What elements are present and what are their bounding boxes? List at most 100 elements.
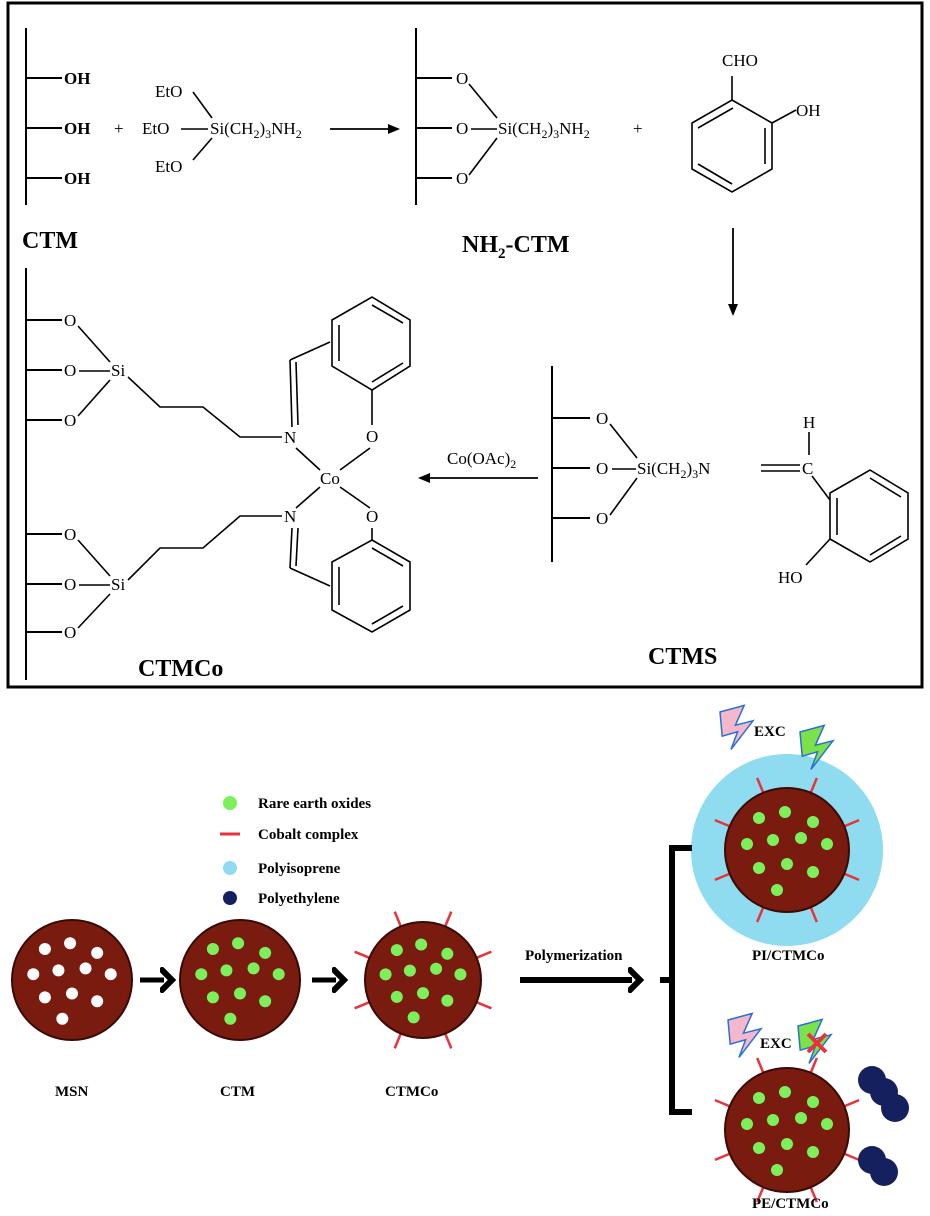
cobalt-complex-mark <box>809 1186 819 1203</box>
cobalt-complex-mark <box>843 818 860 828</box>
rare-earth-dot <box>390 990 403 1003</box>
legend-label: Rare earth oxides <box>258 796 371 812</box>
cobalt-complex-mark <box>809 906 819 923</box>
pore-dot <box>64 937 77 950</box>
legend-label: Polyisoprene <box>258 861 341 877</box>
nitrogen-label: N <box>284 507 296 526</box>
product-bracket <box>660 845 692 1115</box>
rare-earth-dot <box>407 1011 420 1024</box>
reagent-label: Co(OAc)2 <box>447 449 516 471</box>
oxygen-label: O <box>64 623 76 642</box>
legend-marker-polyisoprene <box>223 861 237 875</box>
polymerization-label: Polymerization <box>525 948 623 964</box>
cobalt-complex-mark <box>476 1001 492 1010</box>
oxygen-label: O <box>64 411 76 430</box>
pore-dot <box>104 968 117 981</box>
cobalt-complex-mark <box>843 872 860 882</box>
rare-earth-dot <box>771 1164 783 1176</box>
product-label: PE/CTMCo <box>752 1196 829 1212</box>
nh2-ctm-label: NH2-CTM <box>462 232 569 262</box>
rare-earth-dot <box>779 1086 791 1098</box>
hydroxyl-group: HO <box>778 568 803 587</box>
aptes-silane: EtO EtO EtO Si(CH2)3NH2 <box>142 82 302 176</box>
oh-group: OH <box>64 119 90 138</box>
imine-carbon: C <box>802 459 813 478</box>
rare-earth-dot <box>220 964 233 977</box>
pore-dot <box>66 987 78 1000</box>
rare-earth-dot <box>272 968 285 981</box>
rare-earth-dot <box>247 962 260 975</box>
product-label: PI/CTMCo <box>752 948 825 964</box>
cobalt-complex-mark <box>755 906 765 923</box>
cobalt-complex-mark <box>714 872 731 882</box>
ctmco-label: CTMCo <box>138 656 223 682</box>
cobalt-complex-mark <box>476 950 492 959</box>
cobalt-complex-mark <box>755 1186 765 1203</box>
rare-earth-dot <box>454 968 467 981</box>
rare-earth-dot <box>403 964 416 977</box>
pore-dot <box>27 968 40 981</box>
rare-earth-dot <box>821 838 833 850</box>
ctm-surface: OH OH OH CTM <box>22 28 90 254</box>
oxygen-label: O <box>64 525 76 544</box>
legend-label: Polyethylene <box>258 891 340 907</box>
oxygen-label: O <box>64 361 76 380</box>
rare-earth-dot <box>781 858 793 870</box>
cobalt-complex-mark <box>354 1001 370 1010</box>
cobalt-complex-mark <box>843 1152 860 1162</box>
scheme-frame <box>6 1 924 689</box>
plus-sign: + <box>633 119 643 138</box>
oxygen-label: O <box>456 169 468 188</box>
ctmco-structure: O O O Si N O Co N O <box>25 268 411 682</box>
polyethylene-blob <box>870 1158 898 1186</box>
cobalt-complex-mark <box>444 911 453 927</box>
oxygen-label: O <box>366 427 378 446</box>
rare-earth-dot <box>807 816 819 828</box>
rare-earth-dot <box>390 944 403 957</box>
rare-earth-dot <box>753 1142 765 1154</box>
ctm-label: CTM <box>22 228 78 254</box>
plus-sign: + <box>114 119 124 138</box>
particle-label: MSN <box>55 1084 89 1100</box>
cobalt-complex-mark <box>809 777 819 794</box>
rare-earth-dot <box>753 1092 765 1104</box>
cho-group: CHO <box>722 51 758 70</box>
pore-dot <box>52 964 65 977</box>
rare-earth-dot <box>259 995 272 1008</box>
rare-earth-dot <box>430 962 443 975</box>
particle-label: CTMCo <box>385 1084 438 1100</box>
silicon-label: Si <box>111 575 125 594</box>
excitation-bolt-icon <box>727 1012 763 1058</box>
particles-layer <box>11 704 909 1203</box>
rare-earth-dot <box>795 1112 807 1124</box>
cobalt-complex-mark <box>393 911 402 927</box>
silane-chain: Si(CH2)3NH2 <box>210 119 302 141</box>
oxygen-label: O <box>456 69 468 88</box>
hydroxyl-group: OH <box>796 101 821 120</box>
pore-dot <box>56 1012 69 1025</box>
cobalt-complex-mark <box>714 818 731 828</box>
pore-dot <box>79 962 92 975</box>
pore-dot <box>38 991 51 1004</box>
rare-earth-dot <box>753 812 765 824</box>
rare-earth-dot <box>415 938 428 951</box>
ethoxy-label: EtO <box>155 82 182 101</box>
cobalt-complex-mark <box>714 1152 731 1162</box>
ctms-label: CTMS <box>648 644 717 670</box>
oxygen-label: O <box>596 459 608 478</box>
cobalt-label: Co <box>320 469 340 488</box>
oxygen-label: O <box>456 119 468 138</box>
rare-earth-dot <box>795 832 807 844</box>
rare-earth-dot <box>767 1114 779 1126</box>
rare-earth-dot <box>195 968 208 981</box>
rare-earth-dot <box>441 994 454 1007</box>
rare-earth-dot <box>741 1118 753 1130</box>
exc-label: EXC <box>754 724 786 740</box>
pore-dot <box>91 995 104 1008</box>
pore-dot <box>38 943 51 956</box>
rare-earth-dot <box>379 968 392 981</box>
ctms-structure: O O O Si(CH2)3N C H HO CTMS <box>551 366 909 670</box>
rare-earth-dot <box>807 1096 819 1108</box>
cobalt-complex-mark <box>809 1057 819 1074</box>
